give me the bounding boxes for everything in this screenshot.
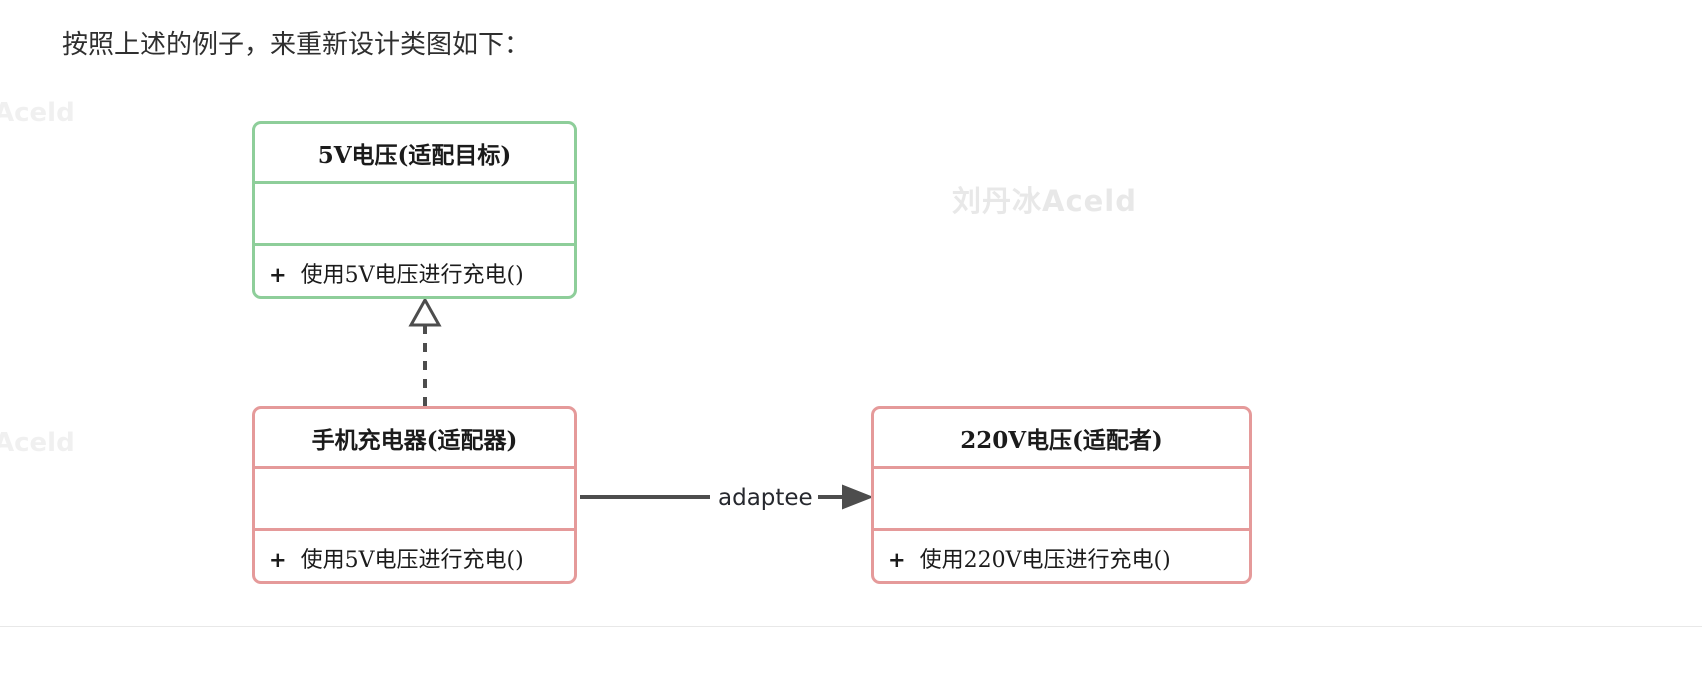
class-title-target: 5V电压(适配目标) xyxy=(317,141,512,169)
watermark-left-bottom: Aceld xyxy=(0,428,75,458)
class-box-adaptee[interactable]: 220V电压(适配者) + 使用220V电压进行充电() xyxy=(871,406,1252,584)
class-title-adapter: 手机充电器(适配器) xyxy=(311,426,518,454)
class-methods-target: + 使用5V电压进行充电() xyxy=(255,243,574,296)
method-visibility: + xyxy=(269,548,287,572)
watermark-left-top: Aceld xyxy=(0,98,75,128)
class-attributes-adaptee xyxy=(874,466,1249,528)
watermark-center: 刘丹冰Aceld xyxy=(952,184,1138,218)
class-attributes-target xyxy=(255,181,574,243)
method-row: + 使用5V电压进行充电() xyxy=(269,542,524,574)
method-row: + 使用5V电压进行充电() xyxy=(269,257,524,289)
solid-arrowhead xyxy=(842,484,874,510)
method-signature: 使用220V电压进行充电() xyxy=(919,548,1171,573)
class-attributes-adapter xyxy=(255,466,574,528)
hollow-triangle-arrowhead xyxy=(408,296,442,327)
method-row: + 使用220V电压进行充电() xyxy=(888,542,1171,574)
class-methods-adapter: + 使用5V电压进行充电() xyxy=(255,528,574,581)
method-visibility: + xyxy=(269,263,287,287)
relationship-label-adaptee: adaptee xyxy=(713,485,818,511)
method-signature: 使用5V电压进行充电() xyxy=(300,263,524,288)
class-box-adapter[interactable]: 手机充电器(适配器) + 使用5V电压进行充电() xyxy=(252,406,577,584)
method-visibility: + xyxy=(888,548,906,572)
class-methods-adaptee: + 使用220V电压进行充电() xyxy=(874,528,1249,581)
page-bottom-divider xyxy=(0,626,1702,627)
method-signature: 使用5V电压进行充电() xyxy=(300,548,524,573)
realization-connector xyxy=(408,296,442,406)
page-intro-text: 按照上述的例子，来重新设计类图如下： xyxy=(62,30,531,60)
class-box-target[interactable]: 5V电压(适配目标) + 使用5V电压进行充电() xyxy=(252,121,577,299)
class-title-adaptee: 220V电压(适配者) xyxy=(960,426,1163,454)
